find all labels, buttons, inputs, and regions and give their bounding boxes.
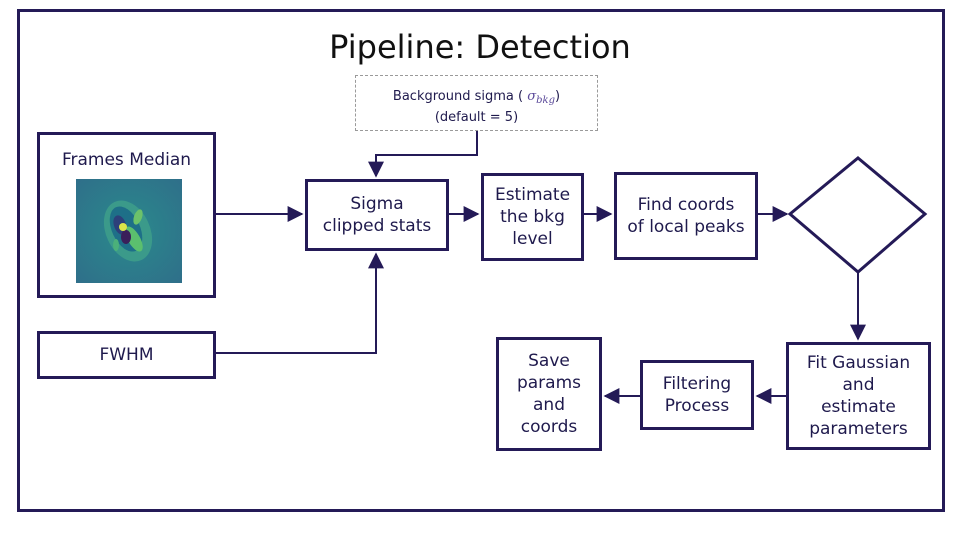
frames-median-box: Frames Median <box>37 132 216 298</box>
background-sigma-prefix: Background sigma ( <box>392 89 524 104</box>
frames-median-label: Frames Median <box>61 150 192 170</box>
fwhm-box: FWHM <box>37 331 216 379</box>
fit-gaussian-box: Fit Gaussian and estimate parameters <box>786 342 931 450</box>
background-sigma-box: Background sigma ( σbkg) (default = 5) <box>355 75 598 131</box>
background-sigma-default: (default = 5) <box>434 110 519 125</box>
sigma-subscript: bkg <box>536 95 555 106</box>
estimate-bkg-level-box: Estimate the bkg level <box>481 173 584 261</box>
diagram-frame <box>17 9 945 512</box>
save-params-box: Save params and coords <box>496 337 602 451</box>
sigma-clipped-stats-box: Sigma clipped stats <box>305 179 449 251</box>
sigma-symbol: σ <box>527 89 537 104</box>
background-sigma-label: Background sigma ( σbkg) <box>356 88 597 109</box>
page-title: Pipeline: Detection <box>329 28 631 66</box>
frames-median-image <box>76 179 182 283</box>
find-coords-box: Find coords of local peaks <box>614 172 758 260</box>
for-each-pair-label: For each pair of coords <box>805 201 905 239</box>
filtering-process-box: Filtering Process <box>640 360 754 430</box>
background-sigma-suffix: ) <box>554 89 561 104</box>
